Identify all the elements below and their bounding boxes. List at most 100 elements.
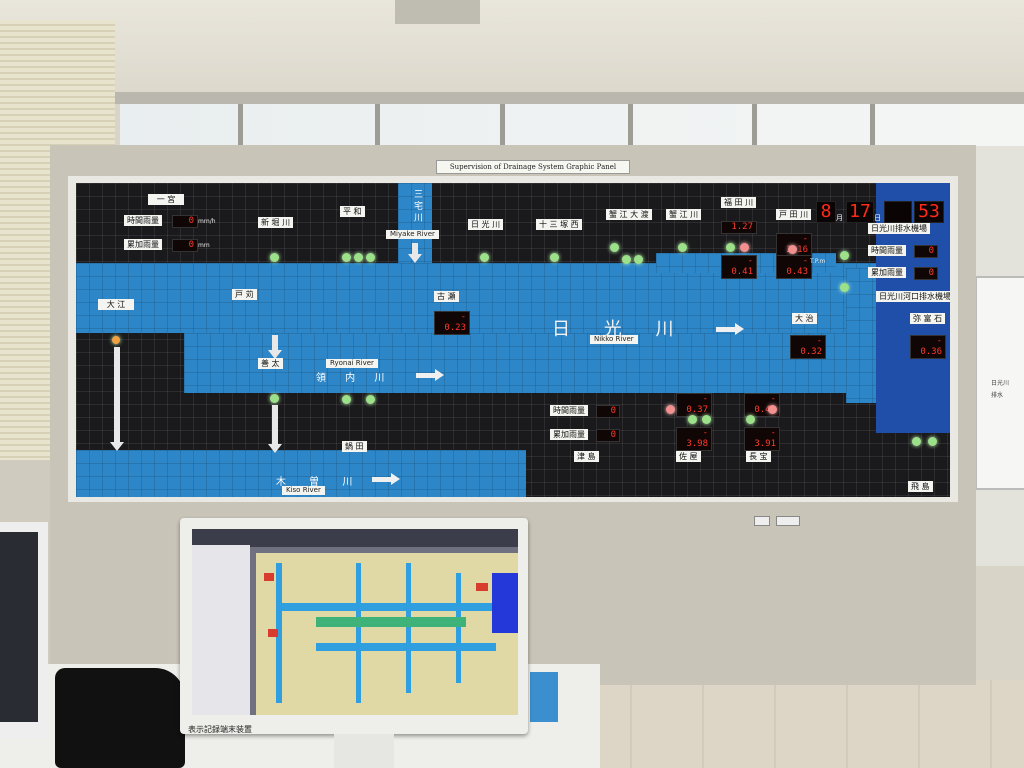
- station-label-nikko: 日 光 川: [468, 219, 504, 230]
- cumulative-rain-label: 累加雨量: [868, 267, 906, 278]
- station-label-toda-left: 戸 苅: [232, 289, 257, 300]
- left-monitor-screen: [0, 532, 38, 722]
- screen-header: [192, 529, 518, 547]
- terminal-caption: 表示記録端末装置: [188, 725, 252, 734]
- fukuda-lower-level-led: - 0.41: [721, 255, 757, 279]
- map-alert: [264, 573, 274, 581]
- zenta-lower-level-led: - 3.98: [676, 427, 712, 451]
- kiso-river-en: Kiso River: [282, 486, 325, 495]
- status-lamp: [342, 395, 351, 404]
- clock-month-unit: 月: [836, 214, 843, 222]
- graphic-panel-board: 8 月 17 日 53 一 宮 時間雨量 0 mm/h 累加雨量 0 mm 新 …: [76, 183, 950, 497]
- status-lamp: [678, 243, 687, 252]
- unit-hourly: mm/h: [198, 218, 216, 225]
- status-lamp: [366, 253, 375, 262]
- map-estuary: [492, 573, 518, 633]
- station-label-ichinomiya: 一 宮: [148, 194, 184, 205]
- clock-hour: [884, 201, 912, 223]
- map-channel: [276, 603, 506, 611]
- panel-switch[interactable]: [754, 516, 770, 526]
- kobasu-level-led: - 0.23: [434, 311, 470, 335]
- station-label-nijitsu: 大 治: [792, 313, 817, 324]
- window-mullion: [238, 104, 243, 146]
- fukuda-upper-level-led: 1.27: [721, 221, 757, 234]
- station-label-nikko-kakou: 日光川河口排水機場: [876, 291, 950, 302]
- status-lamp: [622, 255, 631, 264]
- monitor-stand: [334, 734, 394, 768]
- whiteboard: 日光川 排水: [975, 276, 1024, 490]
- status-lamp: [726, 243, 735, 252]
- hourly-rain-label-lower: 時間雨量: [550, 405, 588, 416]
- station-label-tsushima: 津 島: [574, 451, 599, 462]
- status-lamp-alert: [768, 405, 777, 414]
- nikko-river-en: Nikko River: [590, 335, 638, 344]
- map-channel: [456, 573, 461, 683]
- main-level-led: - 0.32: [790, 335, 826, 359]
- station-label-ryouhou: 長 宝: [746, 451, 771, 462]
- window-mullion: [500, 104, 505, 146]
- window-mullion: [870, 104, 875, 146]
- whiteboard-text: 排水: [991, 392, 1004, 399]
- status-lamp: [354, 253, 363, 262]
- station-label-toda: 戸 田 川: [776, 209, 812, 220]
- miyake-river-en: Miyake River: [386, 230, 439, 239]
- status-lamp-alert: [788, 245, 797, 254]
- cumulative-rain-label-lower: 累加雨量: [550, 429, 588, 440]
- window-mullion: [628, 104, 633, 146]
- flow-arrow-right: [416, 369, 444, 381]
- map-pump-row: [316, 617, 466, 627]
- ryouhou-lower-level-led: - 3.91: [744, 427, 780, 451]
- status-lamp: [746, 415, 755, 424]
- status-lamp: [270, 394, 279, 403]
- station-label-zenta: 善 太: [258, 358, 283, 369]
- flow-arrow-right: [372, 473, 400, 485]
- toda-lower-level-led: - 0.43: [776, 255, 812, 279]
- map-alert: [268, 629, 278, 637]
- screen-sidebar[interactable]: [192, 545, 250, 715]
- right-level-led: - 0.36: [910, 335, 946, 359]
- drainage-hourly-rain-led: 0: [914, 245, 938, 258]
- desk-mat: [530, 672, 558, 722]
- black-bag: [55, 668, 185, 768]
- station-label-kanieohdo: 蟹 江 大 渡: [606, 209, 652, 220]
- window-mullion: [375, 104, 380, 146]
- whiteboard-text: 日光川: [991, 380, 1010, 387]
- map-channel: [356, 563, 361, 703]
- status-lamp-alert: [666, 405, 675, 414]
- station-label-fukuda: 福 田 川: [721, 197, 757, 208]
- status-lamp-alert: [740, 243, 749, 252]
- status-lamp: [928, 437, 937, 446]
- station-label-ryounai: 領 内 川: [316, 373, 393, 384]
- ryonai-river-en: Ryonai River: [326, 359, 378, 368]
- status-lamp: [550, 253, 559, 262]
- station-label-shinbori: 新 堀 川: [258, 217, 294, 228]
- screen-system-map[interactable]: [256, 553, 518, 715]
- station-label-kobasu: 古 瀬: [434, 291, 459, 302]
- unit-cumulative: mm: [198, 242, 210, 249]
- nikko-river-jp: 日 光 川: [552, 319, 688, 340]
- status-lamp: [366, 395, 375, 404]
- flow-arrow-down: [110, 347, 124, 451]
- flow-arrow-down: [408, 243, 422, 263]
- clock-day: 17: [846, 201, 874, 223]
- flow-arrow-down: [268, 405, 282, 453]
- miyake-river-jp: 三 宅 川: [412, 189, 422, 222]
- status-lamp: [270, 253, 279, 262]
- status-lamp: [688, 415, 697, 424]
- clock-minute: 53: [914, 201, 944, 223]
- status-lamp: [112, 336, 120, 344]
- cumulative-rain-label: 累加雨量: [124, 239, 162, 250]
- station-label-tobishima: 飛 島: [908, 481, 933, 492]
- miyake-river-channel: [398, 183, 432, 265]
- panel-title: Supervision of Drainage System Graphic P…: [436, 160, 630, 174]
- clerestory-window: [120, 104, 1024, 146]
- panel-switch[interactable]: [776, 516, 800, 526]
- terminal-screen[interactable]: [192, 529, 518, 715]
- flow-arrow-right: [716, 323, 744, 335]
- map-channel: [276, 563, 282, 703]
- status-lamp: [912, 437, 921, 446]
- station-label-right: 弥 富 石: [910, 313, 946, 324]
- station-label-heiwa: 平 和: [340, 206, 365, 217]
- status-lamp: [342, 253, 351, 262]
- kiso-river-jp: 木 曽 川: [276, 477, 363, 488]
